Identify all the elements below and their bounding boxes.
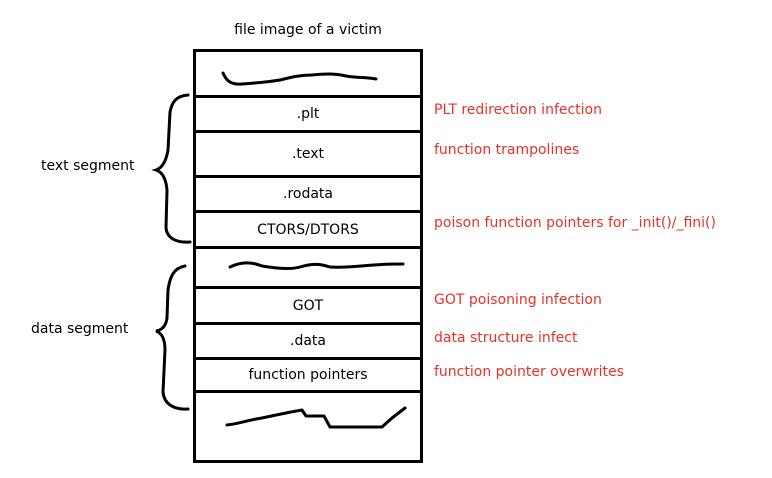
annotation-data: data structure infect (434, 330, 578, 346)
row-gap-squiggle (196, 246, 420, 286)
row-rodata-label: .rodata (283, 186, 333, 202)
row-rodata: .rodata (196, 175, 420, 210)
annotation-ctors: poison function pointers for _init()/_fi… (434, 215, 716, 231)
row-ctors-dtors: CTORS/DTORS (196, 210, 420, 246)
annotation-text: function trampolines (434, 142, 580, 158)
file-image-box: .plt .text .rodata CTORS/DTORS GOT .data… (193, 49, 423, 463)
row-text-label: .text (291, 146, 325, 162)
row-got: GOT (196, 286, 420, 322)
squiggle-top (221, 71, 378, 86)
row-function-pointers: function pointers (196, 357, 420, 390)
row-data-label: .data (290, 333, 326, 349)
annotation-plt: PLT redirection infection (434, 102, 602, 118)
squiggle-middle (228, 261, 405, 271)
row-function-pointers-label: function pointers (248, 367, 368, 383)
row-text: .text (196, 130, 420, 175)
text-segment-brace (151, 93, 192, 244)
row-ctors-dtors-label: CTORS/DTORS (257, 221, 359, 238)
data-segment-label: data segment (31, 321, 129, 337)
squiggle-bottom (225, 406, 407, 429)
diagram-title: file image of a victim (234, 22, 382, 38)
annotation-got: GOT poisoning infection (434, 292, 602, 308)
row-plt-label: .plt (296, 106, 320, 122)
row-data: .data (196, 322, 420, 357)
text-segment-label: text segment (41, 158, 135, 174)
data-segment-brace (155, 264, 190, 411)
row-plt: .plt (196, 95, 420, 130)
row-bottom-squiggle (196, 390, 420, 463)
annotation-function-pointers: function pointer overwrites (434, 364, 624, 380)
row-got-label: GOT (292, 297, 324, 314)
